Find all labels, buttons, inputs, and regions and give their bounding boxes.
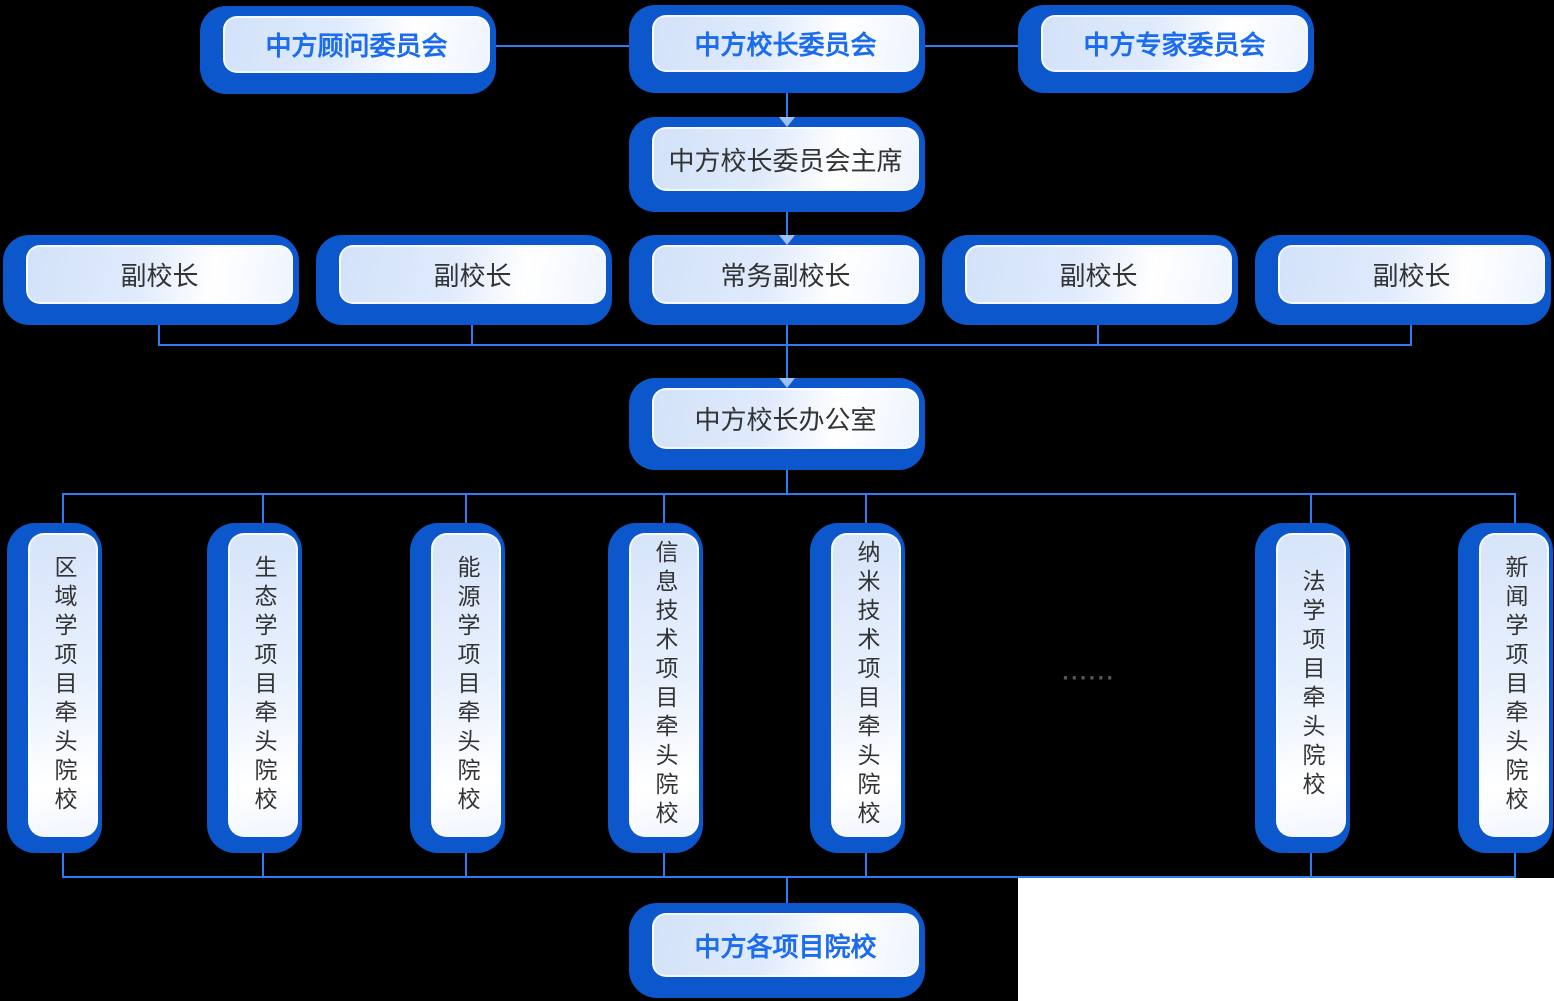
node-label: 副校长 — [120, 262, 199, 292]
connector-line — [262, 493, 264, 524]
node-card: 中方校长办公室 — [652, 388, 919, 449]
node-college-journalism: 新闻学项目牵头院校 — [1458, 523, 1553, 853]
ellipsis-more-colleges: ······ — [1062, 668, 1116, 689]
connector-line — [786, 325, 788, 346]
node-card: 信息技术项目牵头院校 — [629, 533, 699, 837]
node-card: 区域学项目牵头院校 — [28, 533, 98, 837]
connector-line — [465, 493, 467, 524]
node-committee-chair: 中方校长委员会主席 — [629, 117, 925, 212]
node-label: 中方校长办公室 — [694, 406, 877, 436]
connector-line — [471, 325, 473, 346]
node-label: 中方校长委员会 — [694, 31, 877, 61]
node-card: 副校长 — [339, 245, 606, 304]
node-president-office: 中方校长办公室 — [629, 378, 925, 470]
node-card: 中方顾问委员会 — [223, 16, 490, 73]
node-vice-president-1: 副校长 — [3, 235, 299, 325]
node-label: 副校长 — [1372, 262, 1451, 292]
node-college-nanotechnology: 纳米技术项目牵头院校 — [810, 523, 905, 853]
connector-line — [62, 493, 64, 524]
node-label: 区域学项目牵头院校 — [50, 554, 76, 816]
node-card: 常务副校长 — [652, 245, 919, 304]
node-label: 纳米技术项目牵头院校 — [853, 540, 879, 830]
node-college-energy: 能源学项目牵头院校 — [410, 523, 505, 853]
connector-line — [786, 344, 788, 381]
node-card: 新闻学项目牵头院校 — [1479, 533, 1549, 837]
node-label: 生态学项目牵头院校 — [250, 554, 276, 816]
white-footer-area — [1018, 878, 1554, 1001]
connector-line — [63, 493, 1516, 495]
node-vice-president-3: 副校长 — [942, 235, 1238, 325]
connector-line — [465, 853, 467, 878]
node-college-regional-studies: 区域学项目牵头院校 — [7, 523, 102, 853]
node-label: 能源学项目牵头院校 — [453, 554, 479, 816]
connector-line — [1310, 853, 1312, 878]
node-label: 新闻学项目牵头院校 — [1501, 554, 1527, 816]
connector-line — [786, 876, 788, 906]
connector-line — [920, 45, 1022, 47]
connector-line — [663, 853, 665, 878]
connector-line — [490, 45, 635, 47]
node-card: 生态学项目牵头院校 — [228, 533, 298, 837]
node-card: 能源学项目牵头院校 — [431, 533, 501, 837]
connector-line — [786, 93, 788, 121]
node-card: 法学项目牵头院校 — [1276, 533, 1346, 837]
node-vice-president-2: 副校长 — [316, 235, 612, 325]
node-college-information-technology: 信息技术项目牵头院校 — [608, 523, 703, 853]
node-card: 中方各项目院校 — [652, 913, 919, 977]
node-label: 常务副校长 — [720, 262, 851, 292]
node-college-law: 法学项目牵头院校 — [1255, 523, 1350, 853]
node-label: 副校长 — [433, 262, 512, 292]
connector-line — [663, 493, 665, 524]
connector-line — [1514, 493, 1516, 524]
connector-line — [63, 876, 1516, 878]
node-vice-president-4: 副校长 — [1255, 235, 1551, 325]
connector-line — [786, 212, 788, 238]
node-card: 副校长 — [965, 245, 1232, 304]
connector-line — [62, 853, 64, 878]
node-card: 纳米技术项目牵头院校 — [831, 533, 901, 837]
arrow-down-icon — [779, 117, 795, 127]
node-label: 信息技术项目牵头院校 — [651, 540, 677, 830]
node-card: 中方校长委员会 — [652, 15, 919, 72]
node-project-colleges: 中方各项目院校 — [629, 903, 925, 998]
connector-line — [786, 470, 788, 495]
connector-line — [1514, 853, 1516, 878]
connector-line — [1310, 493, 1312, 524]
connector-line — [865, 493, 867, 524]
connector-line — [158, 325, 160, 346]
node-card: 副校长 — [1278, 245, 1545, 304]
connector-line — [262, 853, 264, 878]
node-expert-committee: 中方专家委员会 — [1018, 5, 1314, 93]
node-executive-vice-president: 常务副校长 — [629, 235, 925, 325]
connector-line — [1410, 325, 1412, 346]
node-card: 中方校长委员会主席 — [652, 127, 919, 191]
node-label: 中方顾问委员会 — [265, 32, 448, 62]
node-label: 法学项目牵头院校 — [1298, 569, 1324, 801]
node-college-ecology: 生态学项目牵头院校 — [207, 523, 302, 853]
node-card: 中方专家委员会 — [1041, 15, 1308, 72]
node-label: 中方各项目院校 — [694, 932, 877, 963]
arrow-down-icon — [779, 235, 795, 245]
node-advisory-committee: 中方顾问委员会 — [200, 6, 496, 94]
connector-line — [865, 853, 867, 878]
node-president-committee: 中方校长委员会 — [629, 5, 925, 93]
node-label: 中方校长委员会主席 — [668, 146, 903, 177]
arrow-down-icon — [779, 378, 795, 388]
node-label: 中方专家委员会 — [1083, 31, 1266, 61]
node-label: 副校长 — [1059, 262, 1138, 292]
connector-line — [1097, 325, 1099, 346]
connector-line — [158, 344, 1412, 346]
node-card: 副校长 — [26, 245, 293, 304]
